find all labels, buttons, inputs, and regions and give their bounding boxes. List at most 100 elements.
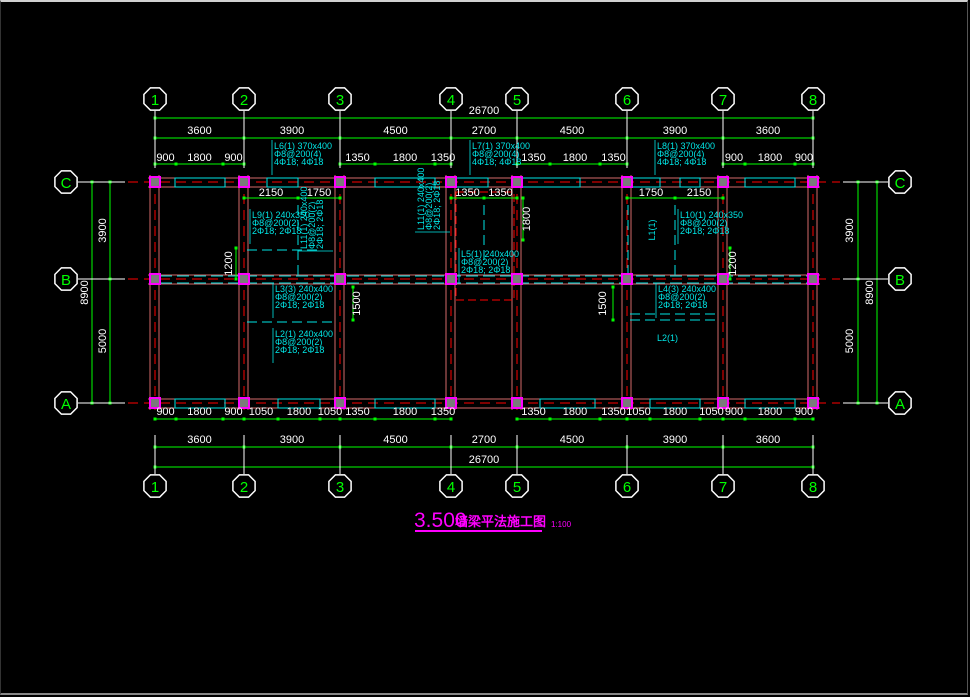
dimension-text: 900 [156,152,174,164]
dimension-text: 3900 [280,434,304,446]
axis-label: 8 [809,479,817,496]
beam-label-line: L5(1) 240x400 [461,249,519,259]
beam-label-line: 4Φ18; 4Φ18 [472,157,521,167]
dimension-tick [338,196,342,200]
axis-label: 2 [240,92,248,109]
column [717,273,729,285]
dimension-text: 3600 [756,125,780,137]
window-opening [374,398,436,409]
dimension-text: 3900 [97,218,109,242]
dimension-text: 1500 [597,291,609,315]
column [149,273,161,285]
axis-label: 6 [623,92,631,109]
dimension-text: 1500 [351,291,363,315]
beam-label-line: 2Φ18; 2Φ18 [275,300,324,310]
dimension-text: 3900 [663,125,687,137]
dimension-text: 3900 [844,218,856,242]
dimension-text: 1800 [563,406,587,418]
axis-bubble-7-bottom [711,474,735,498]
dimension-text: 26700 [469,105,500,117]
axis-bubble-5-top [505,87,529,111]
beam-label-line: Φ8@200(4) [657,149,704,159]
column [238,273,250,285]
window-opening [266,177,299,188]
dimension-text: 2150 [687,187,711,199]
dimension-tick [793,162,797,166]
dimension-text: 1350 [431,152,455,164]
beam-label-line: L10(1) 240x350 [680,210,743,220]
dimension-text: 1350 [431,406,455,418]
column [807,397,819,409]
dimension-text: 3900 [280,125,304,137]
dimension-text: 1800 [758,152,782,164]
window-opening [744,177,796,188]
beam-ref-l2: L2(1) [657,333,678,343]
column [621,397,633,409]
axis-bubble-4-top [439,87,463,111]
dimension-text: 8900 [79,280,91,304]
dimension-tick [793,417,797,421]
column [334,176,346,188]
column [717,176,729,188]
dimension-tick [242,417,246,421]
beam-label-line: Φ8@200(2) [658,292,705,302]
dimension-tick [221,162,225,166]
beam-label-line: L8(1) 370x400 [657,141,715,151]
axis-label: A [61,396,71,413]
dimension-tick [234,246,238,250]
column [445,176,457,188]
beam-label-line: L4(3) 240x400 [658,284,716,294]
dimension-tick [276,417,280,421]
axis-label: 5 [513,92,521,109]
axis-label: 3 [336,92,344,109]
dimension-tick [548,417,552,421]
dimension-tick [721,417,725,421]
dimension-text: 2150 [259,187,283,199]
axis-label: 1 [151,479,159,496]
dimension-tick [338,417,342,421]
dimension-text: 1800 [758,406,782,418]
column [334,397,346,409]
dimension-tick [611,285,615,289]
dimension-text: 26700 [469,454,500,466]
axis-label: 7 [719,92,727,109]
axis-bubble-3-bottom [328,474,352,498]
window-opening [679,177,701,188]
title-name: 墙梁平法施工图 [455,514,546,529]
window-opening [174,398,226,409]
dimension-tick [174,417,178,421]
dimension-tick [482,196,486,200]
dimension-text: 3900 [663,434,687,446]
dimension-tick [673,196,677,200]
axis-label: 5 [513,479,521,496]
beam-ref-l1: L1(1) [647,219,657,240]
dimension-text: 1750 [307,187,331,199]
dimension-text: 4500 [560,125,584,137]
beam-label-line: Φ8@200(4) [472,149,519,159]
dimension-text: 1350 [488,187,512,199]
beam-label-line: L2(1) 240x400 [275,329,333,339]
axis-bubble-A-right [888,391,912,415]
axis-label: 6 [623,479,631,496]
dimension-text: 3600 [187,434,211,446]
dimension-text: 1200 [727,251,739,275]
dimension-tick [728,246,732,250]
dimension-text: 1350 [521,406,545,418]
dimension-tick [648,417,652,421]
column [238,176,250,188]
dimension-tick [743,162,747,166]
beam-label-line: L11(1) 240x400 [416,168,426,230]
axis-bubble-3-top [328,87,352,111]
beam-label-line: 2Φ18; 2Φ18 [315,200,325,249]
beam-label-line: Φ8@200(2) [424,183,434,230]
dimension-tick [515,417,519,421]
